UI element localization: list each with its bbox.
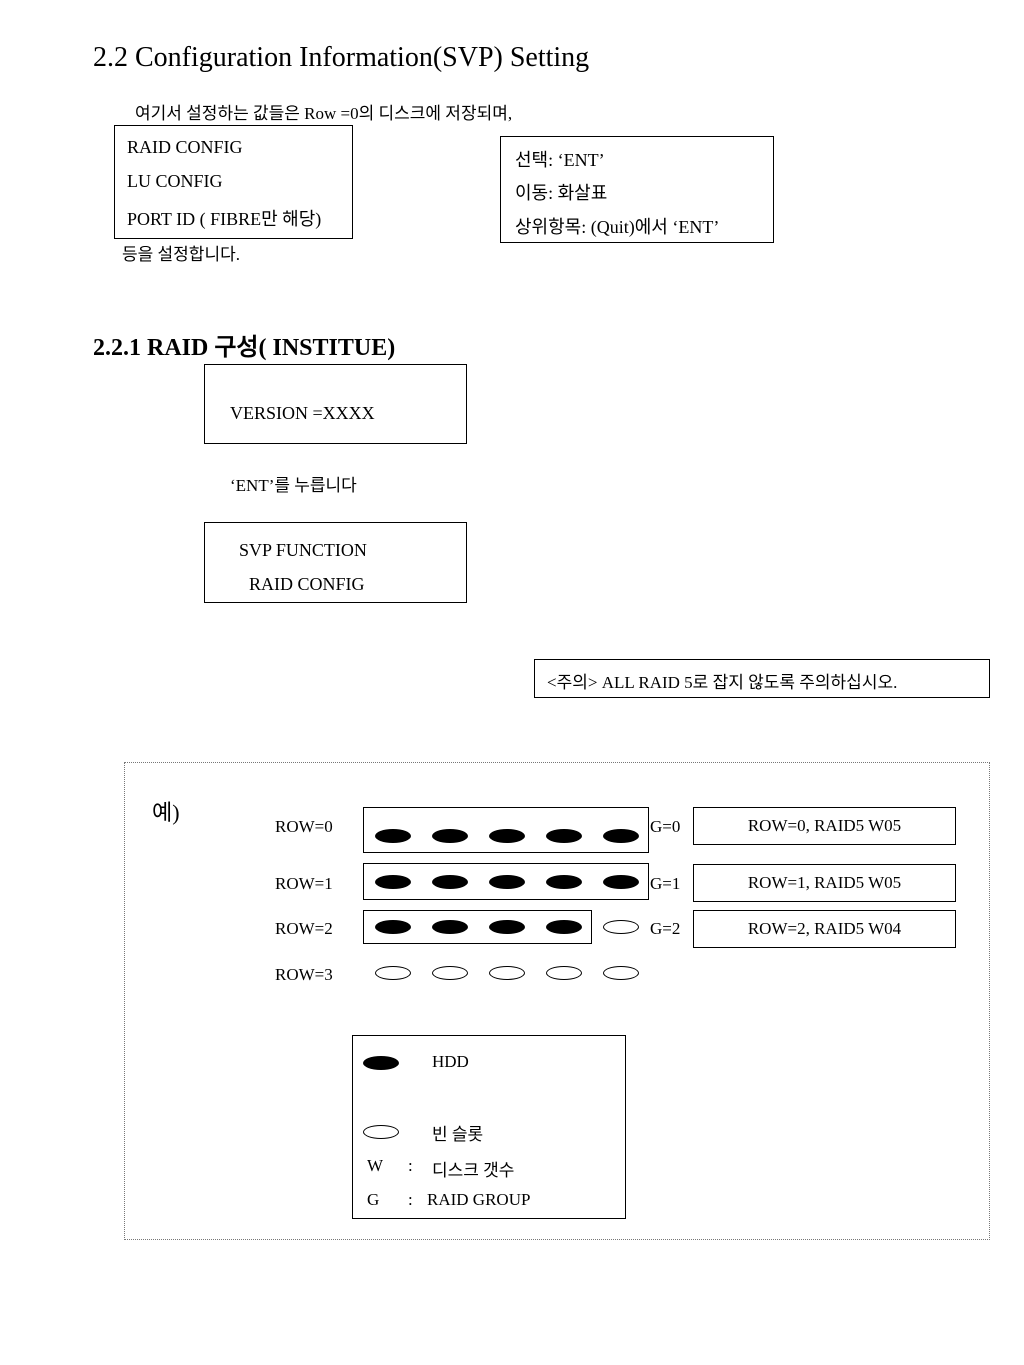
hdd-disk-icon bbox=[546, 920, 582, 934]
empty-slot-icon bbox=[432, 966, 468, 980]
row-label-1: ROW=1 bbox=[275, 874, 333, 893]
section-heading: 2.2.1 RAID 구성( INSTITUE) bbox=[93, 335, 396, 361]
hdd-disk-icon bbox=[546, 875, 582, 889]
empty-slot-icon bbox=[363, 1125, 399, 1139]
svp-line-2: RAID CONFIG bbox=[249, 574, 365, 594]
raid-group-frame-0 bbox=[363, 807, 649, 853]
settings-box: RAID CONFIG LU CONFIG PORT ID ( FIBRE만 해… bbox=[114, 125, 353, 239]
intro-text: 여기서 설정하는 값들은 Row =0의 디스크에 저장되며, bbox=[135, 104, 513, 123]
empty-slot-icon bbox=[546, 966, 582, 980]
caution-box: <주의> ALL RAID 5로 잡지 않도록 주의하십시오. bbox=[534, 659, 990, 698]
settings-item-lu-config: LU CONFIG bbox=[127, 171, 223, 191]
hdd-disk-icon bbox=[603, 875, 639, 889]
key-select: 선택: ‘ENT’ bbox=[515, 150, 605, 170]
settings-item-raid-config: RAID CONFIG bbox=[127, 137, 243, 157]
ent-instruction: ‘ENT’를 누릅니다 bbox=[230, 476, 357, 495]
hdd-disk-icon bbox=[489, 829, 525, 843]
caution-text: <주의> ALL RAID 5로 잡지 않도록 주의하십시오. bbox=[547, 673, 898, 692]
key-move: 이동: 화살표 bbox=[515, 183, 608, 203]
hdd-disk-icon bbox=[603, 829, 639, 843]
legend-w-key: W bbox=[367, 1156, 384, 1175]
raid-group-frame-1 bbox=[363, 863, 649, 900]
legend-g-desc: RAID GROUP bbox=[427, 1190, 531, 1209]
hdd-icon bbox=[363, 1056, 399, 1070]
group-label-1: G=1 bbox=[650, 874, 681, 893]
legend-g-sep: : bbox=[408, 1190, 413, 1209]
row-label-0: ROW=0 bbox=[275, 817, 333, 836]
empty-slot-icon bbox=[603, 966, 639, 980]
raid-group-frame-2 bbox=[363, 910, 592, 944]
hdd-disk-icon bbox=[375, 829, 411, 843]
group-info-0: ROW=0, RAID5 W05 bbox=[693, 807, 956, 845]
hdd-disk-icon bbox=[546, 829, 582, 843]
hdd-disk-icon bbox=[375, 920, 411, 934]
hdd-disk-icon bbox=[489, 920, 525, 934]
hdd-disk-icon bbox=[432, 875, 468, 889]
hdd-disk-icon bbox=[432, 829, 468, 843]
empty-slot-icon bbox=[375, 966, 411, 980]
group-label-2: G=2 bbox=[650, 919, 681, 938]
empty-slot-icon bbox=[489, 966, 525, 980]
example-label: 예) bbox=[152, 800, 180, 825]
legend-g-key: G bbox=[367, 1190, 380, 1209]
row-label-2: ROW=2 bbox=[275, 919, 333, 938]
hdd-disk-icon bbox=[489, 875, 525, 889]
hdd-disk-icon bbox=[375, 875, 411, 889]
svp-function-box: SVP FUNCTION RAID CONFIG bbox=[204, 522, 467, 603]
group-label-0: G=0 bbox=[650, 817, 681, 836]
keys-box: 선택: ‘ENT’ 이동: 화살표 상위항목: (Quit)에서 ‘ENT’ bbox=[500, 136, 774, 243]
empty-slot-icon bbox=[603, 920, 639, 934]
example-panel bbox=[124, 762, 990, 1240]
version-box: VERSION =XXXX bbox=[204, 364, 467, 444]
legend-box: HDD 빈 슬롯 W : 디스크 갯수 G : RAID GROUP bbox=[352, 1035, 626, 1219]
page-title: 2.2 Configuration Information(SVP) Setti… bbox=[93, 42, 590, 73]
legend-hdd: HDD bbox=[432, 1052, 469, 1071]
key-quit: 상위항목: (Quit)에서 ‘ENT’ bbox=[515, 217, 720, 237]
svp-line-1: SVP FUNCTION bbox=[239, 540, 367, 560]
legend-w-sep: : bbox=[408, 1156, 413, 1175]
settings-item-port-id: PORT ID ( FIBRE만 해당) bbox=[127, 209, 322, 229]
row-label-3: ROW=3 bbox=[275, 965, 333, 984]
group-info-1: ROW=1, RAID5 W05 bbox=[693, 864, 956, 902]
version-text: VERSION =XXXX bbox=[230, 403, 375, 423]
hdd-disk-icon bbox=[432, 920, 468, 934]
legend-w-desc: 디스크 갯수 bbox=[432, 1161, 515, 1180]
group-info-2: ROW=2, RAID5 W04 bbox=[693, 910, 956, 948]
legend-empty-slot: 빈 슬롯 bbox=[432, 1125, 484, 1144]
settings-suffix-text: 등을 설정합니다. bbox=[122, 245, 240, 264]
